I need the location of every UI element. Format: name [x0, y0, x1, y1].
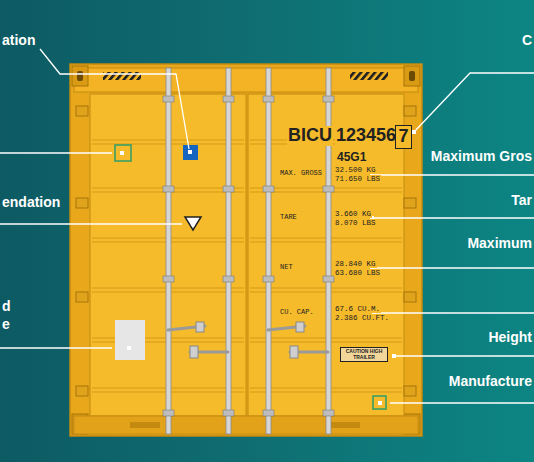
- callout-label: Manufacture: [449, 374, 532, 389]
- callout-label: d: [2, 299, 11, 314]
- owner-code: BICU: [287, 126, 333, 146]
- callout-label: Height: [488, 330, 532, 345]
- node-text: CAUTION HIGH TRAILER: [343, 349, 385, 360]
- weight-value: 63.680 LBS: [334, 269, 381, 277]
- weight-heading: MAX. GROSS: [279, 170, 323, 178]
- capacity-heading: CU. CAP.: [279, 309, 315, 317]
- capacity-value: 2.386 CU.FT.: [334, 314, 390, 322]
- weight-value: 32.500 KG: [334, 166, 377, 174]
- callout-label: Maximum: [467, 236, 532, 251]
- callout-label: endation: [2, 195, 60, 210]
- callout-label: e: [2, 317, 10, 332]
- weight-value: 3.660 KG: [334, 210, 372, 218]
- size-type-code: 45G1: [336, 151, 367, 164]
- weight-value: 28.840 KG: [334, 260, 377, 268]
- callout-label: ation: [2, 33, 35, 48]
- serial-number: 123456: [335, 126, 397, 146]
- caution-sticker: CAUTION HIGH TRAILER: [340, 347, 388, 362]
- callout-label: C: [522, 33, 532, 48]
- node-text: 7: [398, 127, 409, 147]
- weight-heading: TARE: [279, 214, 298, 222]
- capacity-value: 67.6 CU.M.: [334, 305, 381, 313]
- weight-value: 71.650 LBS: [334, 175, 381, 183]
- callout-label: Tar: [511, 193, 532, 208]
- weight-value: 8.070 LBS: [334, 219, 377, 227]
- check-digit-box: 7: [395, 125, 412, 149]
- callout-label: Maximum Gros: [431, 149, 532, 164]
- weight-heading: NET: [279, 264, 294, 272]
